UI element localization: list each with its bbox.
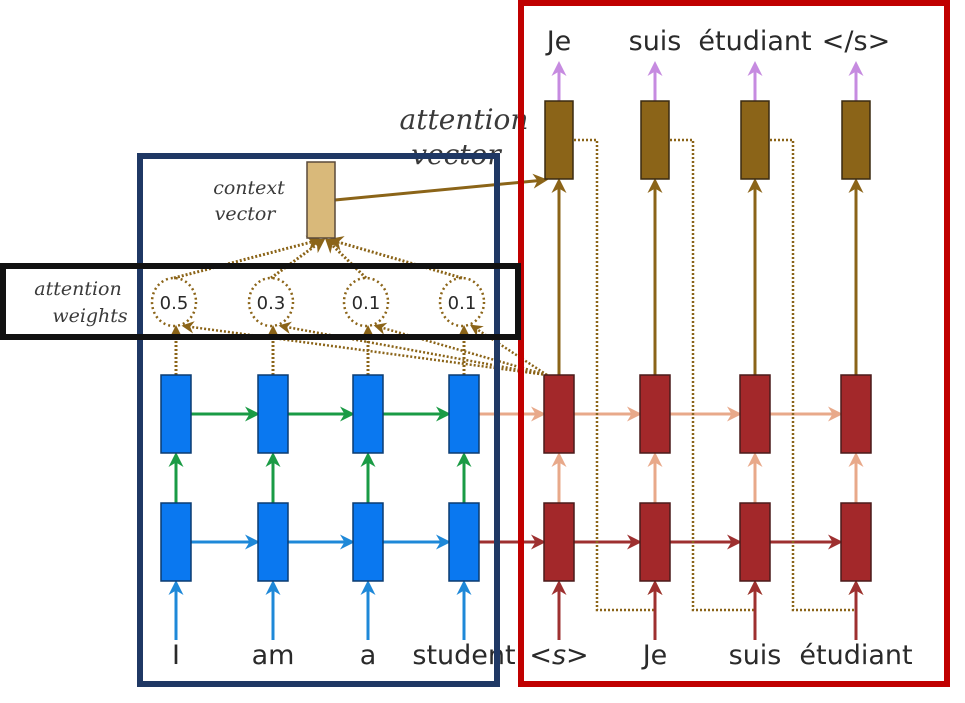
weight-to-context-dotted-arrow [328, 236, 463, 280]
decoder-to-weight-dotted-arrow [469, 324, 548, 377]
encoder-cell-layer1-4 [448, 502, 480, 582]
attention-vector-label-line1: attention [400, 103, 529, 136]
decoder-highlight-box [518, 0, 950, 687]
encoder-cell-layer2-2 [257, 374, 289, 454]
attention-vector-cell-4 [841, 100, 871, 180]
attention-vector-cell-1 [544, 100, 574, 180]
decoder-output-word-1: Je [545, 26, 572, 57]
attention-weight-value-3: 0.1 [352, 293, 381, 314]
context-vector-label-line1: context [213, 177, 285, 199]
context-to-attention-arrow [334, 173, 548, 202]
attention-weights-label-line1: attention [34, 278, 121, 300]
encoder-highlight-box [137, 153, 500, 687]
decoder-output-word-2: suis [629, 26, 682, 57]
decoder-cell-layer2-3 [739, 374, 771, 454]
attention-weights-highlight-box [0, 263, 521, 340]
encoder-input-word-3: a [360, 640, 377, 671]
encoder-cell-layer2-1 [160, 374, 192, 454]
decoder-input-word-1: <s> [529, 640, 588, 671]
attention-weights-label-line2: weights [52, 305, 128, 327]
weight-to-context-dotted-arrow [324, 237, 368, 280]
encoder-input-word-2: am [252, 640, 295, 671]
encoder-cell-layer1-1 [160, 502, 192, 582]
decoder-cell-layer2-1 [543, 374, 575, 454]
encoder-input-word-4: student [412, 640, 515, 671]
attention-weight-value-4: 0.1 [448, 293, 477, 314]
decoder-to-weight-dotted-arrow [181, 321, 548, 377]
decoder-cell-layer1-2 [639, 502, 671, 582]
input-feeding-dotted-path [770, 138, 856, 612]
attention-weight-value-1: 0.5 [160, 293, 189, 314]
context-vector-label-line2: vector [215, 203, 278, 225]
decoder-output-word-3: étudiant [698, 26, 811, 57]
decoder-to-weight-dotted-arrow [278, 321, 548, 377]
decoder-cell-layer2-2 [639, 374, 671, 454]
decoder-input-word-3: suis [729, 640, 782, 671]
weight-to-context-dotted-arrow [173, 235, 322, 280]
encoder-cell-layer1-3 [352, 502, 384, 582]
encoder-input-word-1: I [172, 640, 180, 671]
attention-vector-cell-2 [640, 100, 670, 180]
input-feeding-dotted-path [670, 138, 755, 612]
encoder-cell-layer2-3 [352, 374, 384, 454]
context-vector-cell [306, 161, 336, 239]
input-feeding-dotted-path [574, 138, 655, 612]
encoder-cell-layer1-2 [257, 502, 289, 582]
attention-weight-value-2: 0.3 [257, 293, 286, 314]
decoder-cell-layer1-4 [840, 502, 872, 582]
weight-to-context-dotted-arrow [270, 238, 326, 280]
encoder-cell-layer2-4 [448, 374, 480, 454]
decoder-cell-layer1-1 [543, 502, 575, 582]
attention-vector-cell-3 [740, 100, 770, 180]
decoder-output-word-4: </s> [822, 26, 890, 57]
decoder-input-word-4: étudiant [799, 640, 912, 671]
decoder-input-word-2: Je [641, 640, 668, 671]
decoder-cell-layer2-4 [840, 374, 872, 454]
decoder-cell-layer1-3 [739, 502, 771, 582]
